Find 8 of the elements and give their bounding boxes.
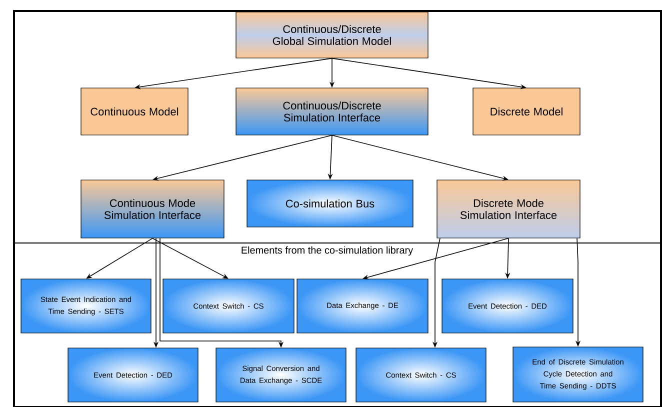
process-box: Continuous Mode Simulation Interface bbox=[80, 180, 224, 238]
process-box: Discrete Model bbox=[472, 88, 580, 136]
process-box: Discrete Mode Simulation Interface bbox=[436, 180, 580, 238]
process-box: Continuous/Discrete Global Simulation Model bbox=[236, 12, 428, 58]
process-box: Co-simulation Bus bbox=[246, 180, 414, 228]
process-box: Continuous Model bbox=[80, 88, 188, 136]
section-label: Elements from the co-simulation library bbox=[240, 245, 414, 257]
process-box: Continuous/Discrete Simulation Interface bbox=[236, 88, 428, 136]
